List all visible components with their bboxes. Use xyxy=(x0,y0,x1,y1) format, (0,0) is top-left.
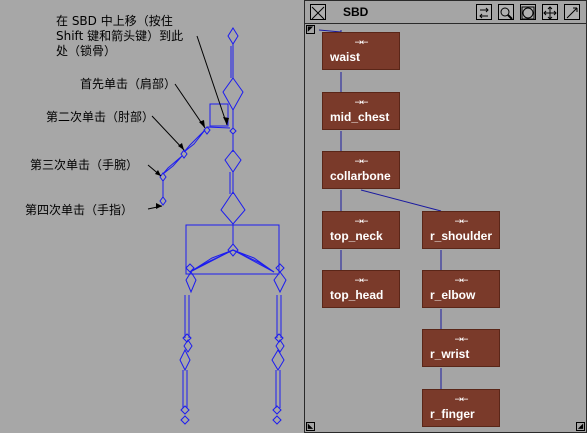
r-wrist-joint xyxy=(159,172,167,182)
node-label: mid_chest xyxy=(330,110,390,124)
annotation-shift-line3: 处（锁骨） xyxy=(56,44,117,58)
node-collarbone[interactable]: →← collarbone xyxy=(322,151,400,189)
zoom-icon[interactable] xyxy=(498,4,514,20)
node-label: r_wrist xyxy=(430,347,470,361)
pelvis-selection-box xyxy=(185,224,280,275)
sbd-window: SBD xyxy=(304,0,587,433)
node-label: r_finger xyxy=(430,407,475,421)
annotation-shift-line2: Shift 键和箭头键）到此 xyxy=(56,29,184,43)
node-waist[interactable]: →← waist xyxy=(322,32,400,70)
node-r-elbow[interactable]: →← r_elbow xyxy=(422,270,500,308)
node-label: top_head xyxy=(330,288,384,302)
node-arrows-icon: →← xyxy=(354,157,368,167)
node-arrows-icon: →← xyxy=(354,98,368,108)
node-mid-chest[interactable]: →← mid_chest xyxy=(322,92,400,130)
neck-bone xyxy=(222,77,244,112)
graph-edges xyxy=(318,29,442,389)
corner-resize-bottom-left-icon[interactable]: ◣ xyxy=(306,422,315,431)
r-finger-joint xyxy=(159,196,167,206)
annotation-third-click: 第三次单击（手腕） xyxy=(30,158,139,172)
annotation-second-click: 第二次单击（肘部） xyxy=(46,110,155,124)
skeleton-view xyxy=(147,27,287,425)
hip-joint xyxy=(227,243,239,257)
shoulder-selection-box xyxy=(209,103,229,127)
schematic-graph[interactable]: →← waist →← mid_chest →← collarbone →← t… xyxy=(305,24,586,432)
node-arrows-icon: →← xyxy=(354,38,368,48)
chest-bone xyxy=(224,149,242,173)
node-top-neck[interactable]: →← top_neck xyxy=(322,211,400,249)
corner-resize-bottom-right-icon[interactable]: ◢ xyxy=(576,422,585,431)
node-top-head[interactable]: →← top_head xyxy=(322,270,400,308)
node-label: waist xyxy=(330,50,361,64)
window-title: SBD xyxy=(343,5,369,19)
node-arrows-icon: →← xyxy=(454,335,468,345)
annotation-arrowheads xyxy=(155,117,229,209)
spine-bone xyxy=(220,191,246,225)
sbd-titlebar: SBD xyxy=(305,1,586,24)
annotation-leaders xyxy=(147,35,228,210)
corner-resize-top-left-icon[interactable]: ◤ xyxy=(306,25,315,34)
3d-viewport[interactable]: 在 SBD 中上移（按住 Shift 键和箭头键）到此 处（锁骨） 首先单击（肩… xyxy=(0,0,304,433)
node-arrows-icon: →← xyxy=(454,276,468,286)
node-arrows-icon: →← xyxy=(354,276,368,286)
node-label: r_shoulder xyxy=(430,229,493,243)
node-r-wrist[interactable]: →← r_wrist xyxy=(422,329,500,367)
r-elbow-joint xyxy=(180,149,188,159)
annotation-fourth-click: 第四次单击（手指） xyxy=(25,203,134,217)
edge-collarbone-r-shoulder xyxy=(360,189,442,212)
minimize-icon[interactable] xyxy=(564,4,580,20)
annotation-shift-line1: 在 SBD 中上移（按住 xyxy=(56,14,173,28)
node-label: top_neck xyxy=(330,229,383,243)
skeleton-figure xyxy=(159,27,287,425)
node-arrows-icon: →← xyxy=(454,395,468,405)
node-arrows-icon: →← xyxy=(354,217,368,227)
swap-icon[interactable] xyxy=(476,4,492,20)
node-r-shoulder[interactable]: →← r_shoulder xyxy=(422,211,500,249)
node-r-finger[interactable]: →← r_finger xyxy=(422,389,500,427)
head-bone xyxy=(227,27,239,45)
frame-all-icon[interactable] xyxy=(520,4,536,20)
annotation-first-click: 首先单击（肩部） xyxy=(80,77,177,91)
node-label: r_elbow xyxy=(430,288,476,302)
node-arrows-icon: →← xyxy=(454,217,468,227)
r-forearm xyxy=(162,155,183,175)
pan-icon[interactable] xyxy=(542,4,558,20)
r-upper-arm xyxy=(183,129,206,153)
close-icon[interactable] xyxy=(310,4,326,20)
r-shoulder-joint xyxy=(203,126,211,135)
node-label: collarbone xyxy=(330,169,391,183)
